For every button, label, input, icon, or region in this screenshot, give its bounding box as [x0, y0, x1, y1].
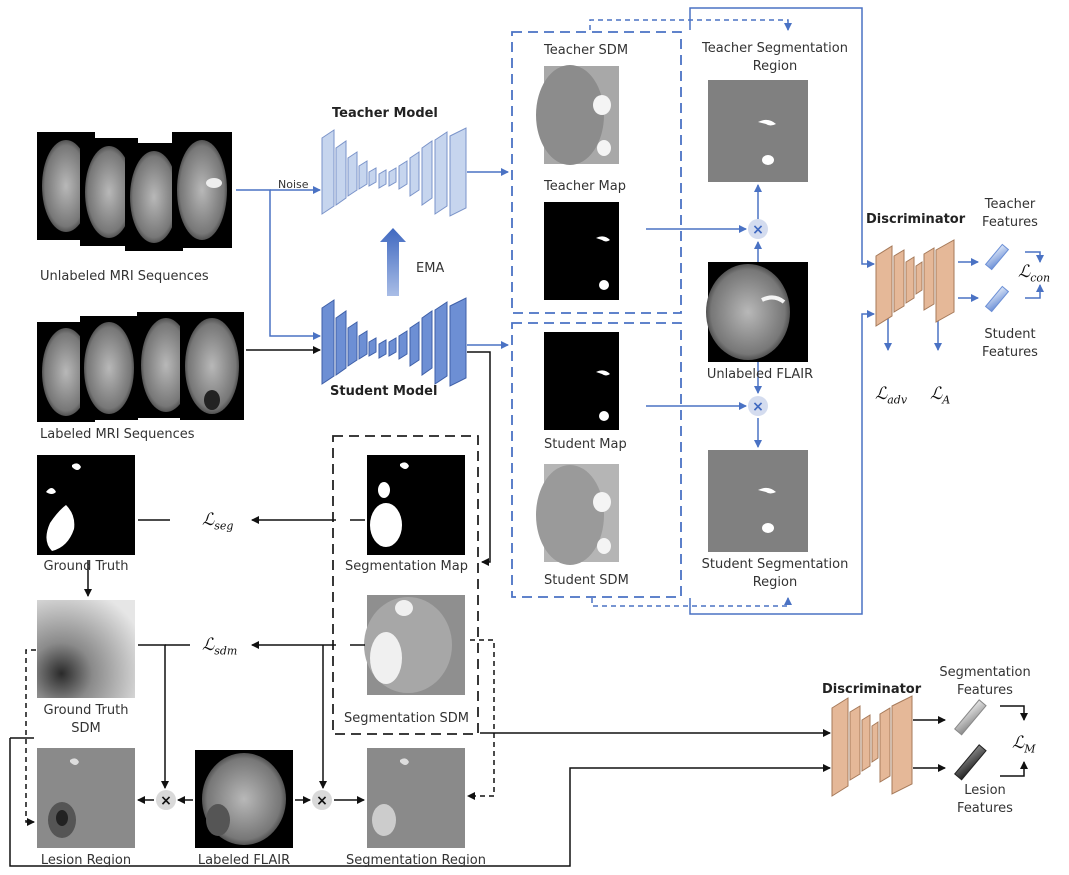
ground-truth-sdm-image [37, 600, 135, 698]
lesion-region-image [37, 748, 135, 848]
lesion-region-label: Lesion Region [40, 853, 132, 868]
student-model-label: Student Model [330, 384, 438, 399]
discriminator-bottom-label: Discriminator [822, 682, 922, 697]
segmentation-map-image [367, 455, 465, 555]
multiply-node-lesion: × [156, 790, 176, 810]
segmentation-features-bar [954, 699, 987, 736]
loss-con: ℒcon [1018, 262, 1051, 285]
student-map-image [544, 332, 619, 430]
segmentation-map-label: Segmentation Map [345, 559, 468, 574]
teacher-features-label-line2: Features [982, 215, 1038, 230]
black-connectors [9, 516, 1028, 867]
unlabeled-mri-label: Unlabeled MRI Sequences [40, 269, 209, 284]
teacher-sdm-image [536, 65, 619, 165]
ema-arrow [380, 228, 406, 296]
unlabeled-flair-image [706, 262, 808, 362]
discriminator-top-label: Discriminator [866, 212, 966, 227]
blue-connectors [589, 7, 1044, 615]
segmentation-region-image [367, 748, 465, 848]
student-model-network [321, 297, 467, 387]
student-sdm-image [536, 464, 619, 565]
gt-sdm-label-line1: Ground Truth [43, 703, 129, 718]
lesion-features-label-line1: Lesion [964, 783, 1006, 798]
labeled-mri-sequences [37, 312, 244, 422]
teacher-model-label: Teacher Model [332, 106, 438, 121]
teacher-model-network [321, 127, 467, 217]
svg-text:×: × [752, 222, 764, 238]
student-features-label-line2: Features [982, 345, 1038, 360]
segmentation-features-label-line2: Features [957, 683, 1013, 698]
segmentation-output-box [332, 435, 479, 735]
labeled-flair-label: Labeled FLAIR [197, 853, 291, 868]
student-sdm-label: Student SDM [544, 573, 629, 588]
student-output-box [511, 322, 682, 598]
labeled-flair-image [195, 750, 293, 848]
segmentation-sdm-label: Segmentation SDM [344, 711, 469, 726]
student-seg-region-label-line2: Region [752, 575, 798, 590]
svg-text:×: × [160, 793, 172, 809]
discriminator-top-network [875, 239, 955, 327]
student-seg-region-label-line1: Student Segmentation [701, 557, 849, 572]
student-segmentation-region-image [708, 450, 808, 552]
svg-text:×: × [316, 793, 328, 809]
teacher-features-label-line1: Teacher [984, 197, 1036, 212]
multiply-node-segmentation: × [312, 790, 332, 810]
loss-m: ℒM [1012, 733, 1036, 756]
input-connectors [236, 168, 509, 566]
teacher-map-image [544, 202, 619, 300]
ground-truth-image [37, 455, 135, 555]
gt-sdm-label-line2: SDM [71, 721, 101, 736]
discriminator-bottom-network [831, 695, 913, 797]
unlabeled-flair-label: Unlabeled FLAIR [706, 367, 814, 382]
lesion-features-bar [954, 744, 987, 781]
teacher-seg-region-label-line1: Teacher Segmentation [702, 41, 848, 56]
segmentation-features-label-line1: Segmentation [939, 665, 1031, 680]
ground-truth-label: Ground Truth [43, 559, 129, 574]
multiply-node-teacher: × [748, 219, 768, 239]
segmentation-region-label: Segmentation Region [345, 853, 486, 868]
lesion-features-label-line2: Features [957, 801, 1013, 816]
ema-label: EMA [416, 261, 445, 276]
labeled-mri-label: Labeled MRI Sequences [40, 427, 195, 442]
teacher-sdm-label: Teacher SDM [544, 43, 629, 58]
loss-sdm: ℒsdm [202, 635, 238, 658]
multiply-node-student: × [748, 396, 768, 416]
teacher-map-label: Teacher Map [544, 179, 626, 194]
loss-seg: ℒseg [202, 510, 234, 533]
student-features-label-line1: Student [984, 327, 1036, 342]
student-map-label: Student Map [544, 437, 627, 452]
teacher-output-box [511, 31, 682, 314]
segmentation-sdm-image [364, 595, 465, 695]
teacher-segmentation-region-image [708, 80, 808, 182]
teacher-seg-region-label-line2: Region [752, 59, 798, 74]
svg-text:×: × [752, 399, 764, 415]
loss-adv: ℒadv [875, 384, 908, 407]
student-features-bar [984, 285, 1010, 313]
loss-a: ℒA [930, 384, 951, 407]
noise-label: Noise [278, 178, 309, 191]
teacher-features-bar [984, 243, 1010, 271]
unlabeled-mri-sequences [37, 132, 232, 251]
